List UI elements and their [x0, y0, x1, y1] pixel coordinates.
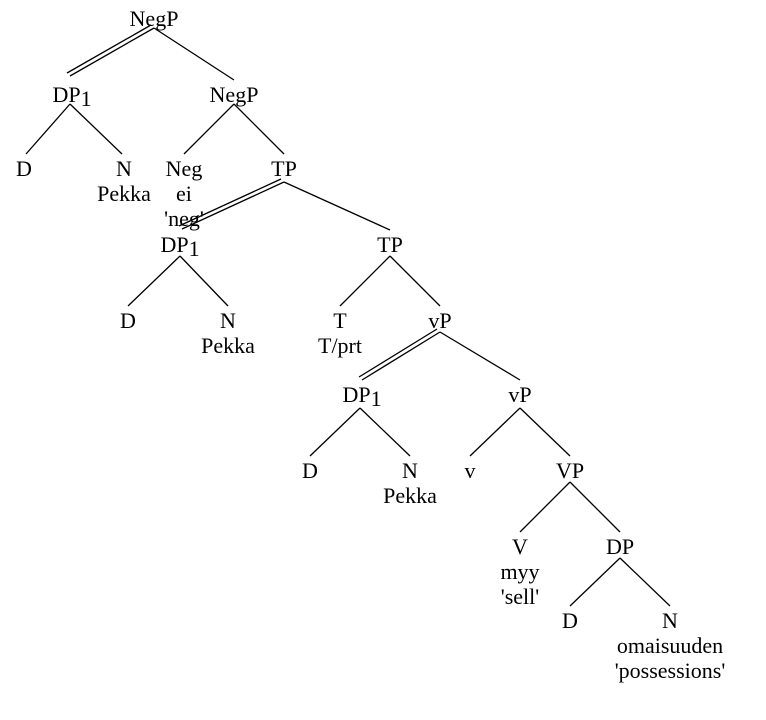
branch-negp-dp-a: [69, 27, 155, 77]
node-dp-mid: DP1: [160, 232, 199, 261]
node-dp-top-label: DP: [52, 82, 80, 107]
branch-negp-dp-b: [66, 24, 152, 74]
word-v-big: myy: [500, 559, 539, 584]
branch-dp-d-low: [309, 407, 361, 457]
branch-dp-d-mid: [127, 255, 181, 307]
gloss-n-obj: 'possessions': [615, 658, 726, 683]
node-n-top: N: [116, 156, 132, 181]
node-v-small: v: [465, 458, 476, 483]
node-n-obj: N: [662, 608, 678, 633]
node-d-mid: D: [120, 308, 136, 333]
word-n-obj: omaisuuden: [617, 633, 723, 658]
word-n-low: Pekka: [383, 483, 437, 508]
node-tp-lower: TP: [377, 232, 403, 257]
node-vp-upper: vP: [428, 308, 451, 333]
branch-VP-DP: [569, 481, 621, 533]
node-negp-root: NegP: [130, 6, 179, 31]
tree-branches: [25, 24, 671, 607]
node-d-low: D: [302, 458, 318, 483]
word-neg: ei: [176, 181, 192, 206]
node-dp-low-subscript: 1: [371, 386, 382, 411]
branch-vp-dp-a: [361, 331, 441, 381]
node-neg: Neg: [166, 156, 203, 181]
node-dp-mid-label: DP: [160, 232, 188, 257]
gloss-v-big: 'sell': [501, 584, 540, 609]
node-vp-big: VP: [556, 458, 584, 483]
word-n-top: Pekka: [97, 181, 151, 206]
branch-VP-V: [519, 481, 571, 533]
branch-dp-n-mid: [179, 255, 229, 307]
branch-negp-negp: [153, 27, 235, 81]
branch-tp-dp-b: [178, 178, 282, 227]
branch-dp-n-top: [69, 103, 123, 155]
branch-vp-dp-b: [358, 328, 438, 378]
word-t: T/prt: [318, 333, 362, 358]
branch-tp-t: [339, 255, 391, 307]
node-dp-low-label: DP: [342, 382, 370, 407]
branch-tp-dp-a: [181, 181, 285, 230]
branch-negp-neg: [183, 103, 235, 155]
node-vp-lower: vP: [508, 382, 531, 407]
node-dp-obj: DP: [606, 534, 634, 559]
node-d-top: D: [16, 156, 32, 181]
branch-dp-n-obj: [619, 557, 671, 607]
node-dp-top: DP1: [52, 82, 91, 111]
node-negp-lower: NegP: [210, 82, 259, 107]
branch-tp-vp: [389, 255, 441, 307]
node-n-mid: N: [220, 308, 236, 333]
node-dp-low: DP1: [342, 382, 381, 411]
branch-dp-n-low: [359, 407, 411, 457]
node-dp-mid-subscript: 1: [189, 236, 200, 261]
node-tp-upper: TP: [271, 156, 297, 181]
branch-vp-vp: [439, 331, 521, 381]
branch-vp-VP: [519, 407, 571, 457]
node-t: T: [333, 308, 347, 333]
branch-negp-tp: [233, 103, 285, 155]
branch-dp-d-top: [25, 103, 71, 155]
branch-vp-v: [469, 407, 521, 457]
node-n-low: N: [402, 458, 418, 483]
node-dp-top-subscript: 1: [81, 86, 92, 111]
node-d-obj: D: [562, 608, 578, 633]
tree-labels: NegP DP1 NegP D N Pekka Neg ei 'neg' TP …: [16, 6, 725, 683]
word-n-mid: Pekka: [201, 333, 255, 358]
node-v-big: V: [512, 534, 528, 559]
branch-tp-tp: [283, 181, 391, 231]
gloss-neg: 'neg': [164, 206, 204, 231]
branch-dp-d-obj: [569, 557, 621, 607]
